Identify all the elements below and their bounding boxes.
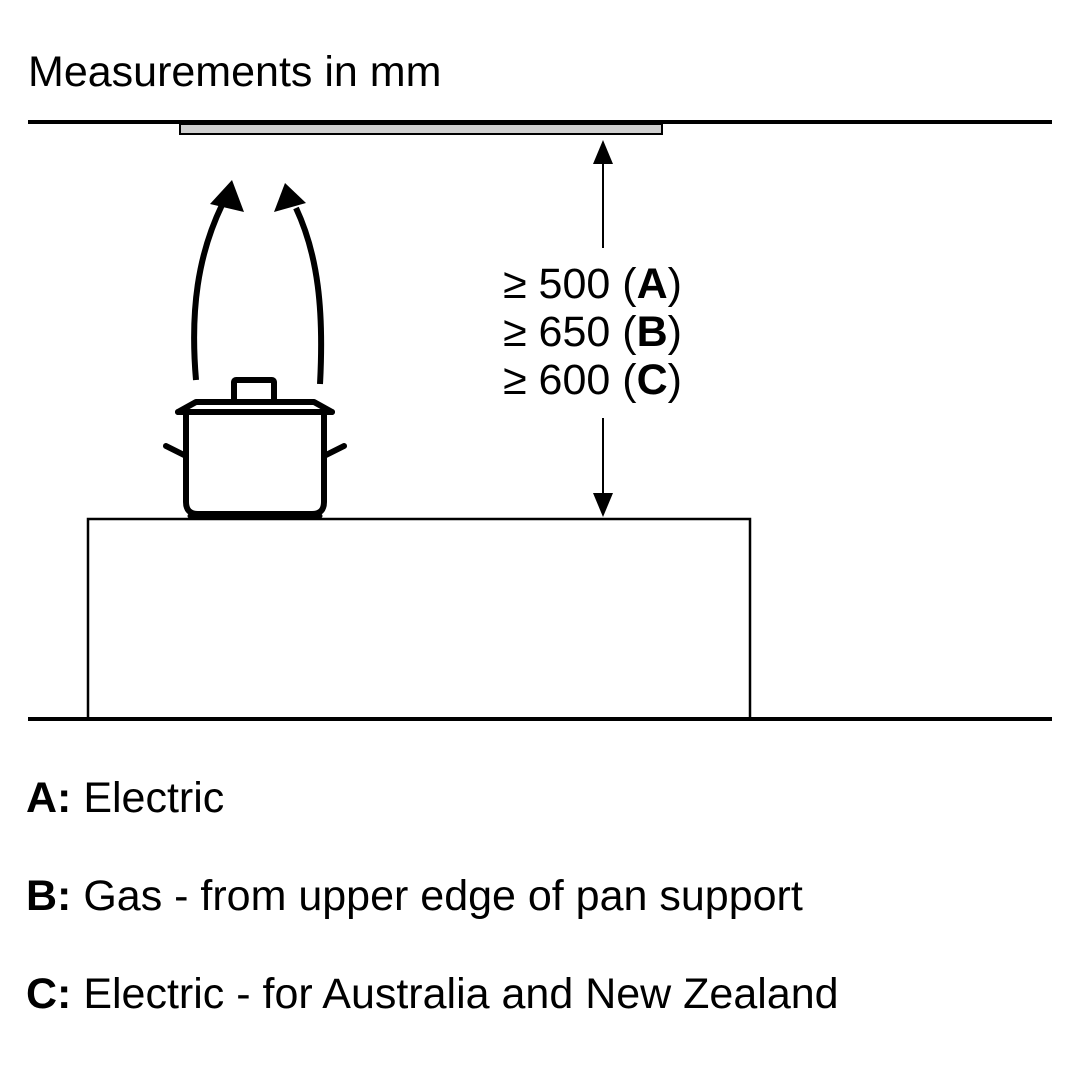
legend-item-c: C: Electric - for Australia and New Zeal…	[26, 970, 839, 1018]
dimension-label-a: ≥ 500 (A)	[503, 260, 682, 308]
legend-item-b: B: Gas - from upper edge of pan support	[26, 872, 803, 920]
hood-panel	[179, 123, 663, 135]
dimension-arrow	[593, 140, 613, 517]
steam-arrows	[191, 180, 325, 385]
hob-worktop	[86, 517, 752, 721]
legend-item-a: A: Electric	[26, 774, 225, 822]
dimension-label-c: ≥ 600 (C)	[503, 356, 682, 404]
pot-icon	[163, 377, 347, 519]
page-title: Measurements in mm	[28, 48, 442, 96]
dimension-labels: ≥ 500 (A) ≥ 650 (B) ≥ 600 (C)	[503, 260, 682, 404]
dimension-label-b: ≥ 650 (B)	[503, 308, 682, 356]
